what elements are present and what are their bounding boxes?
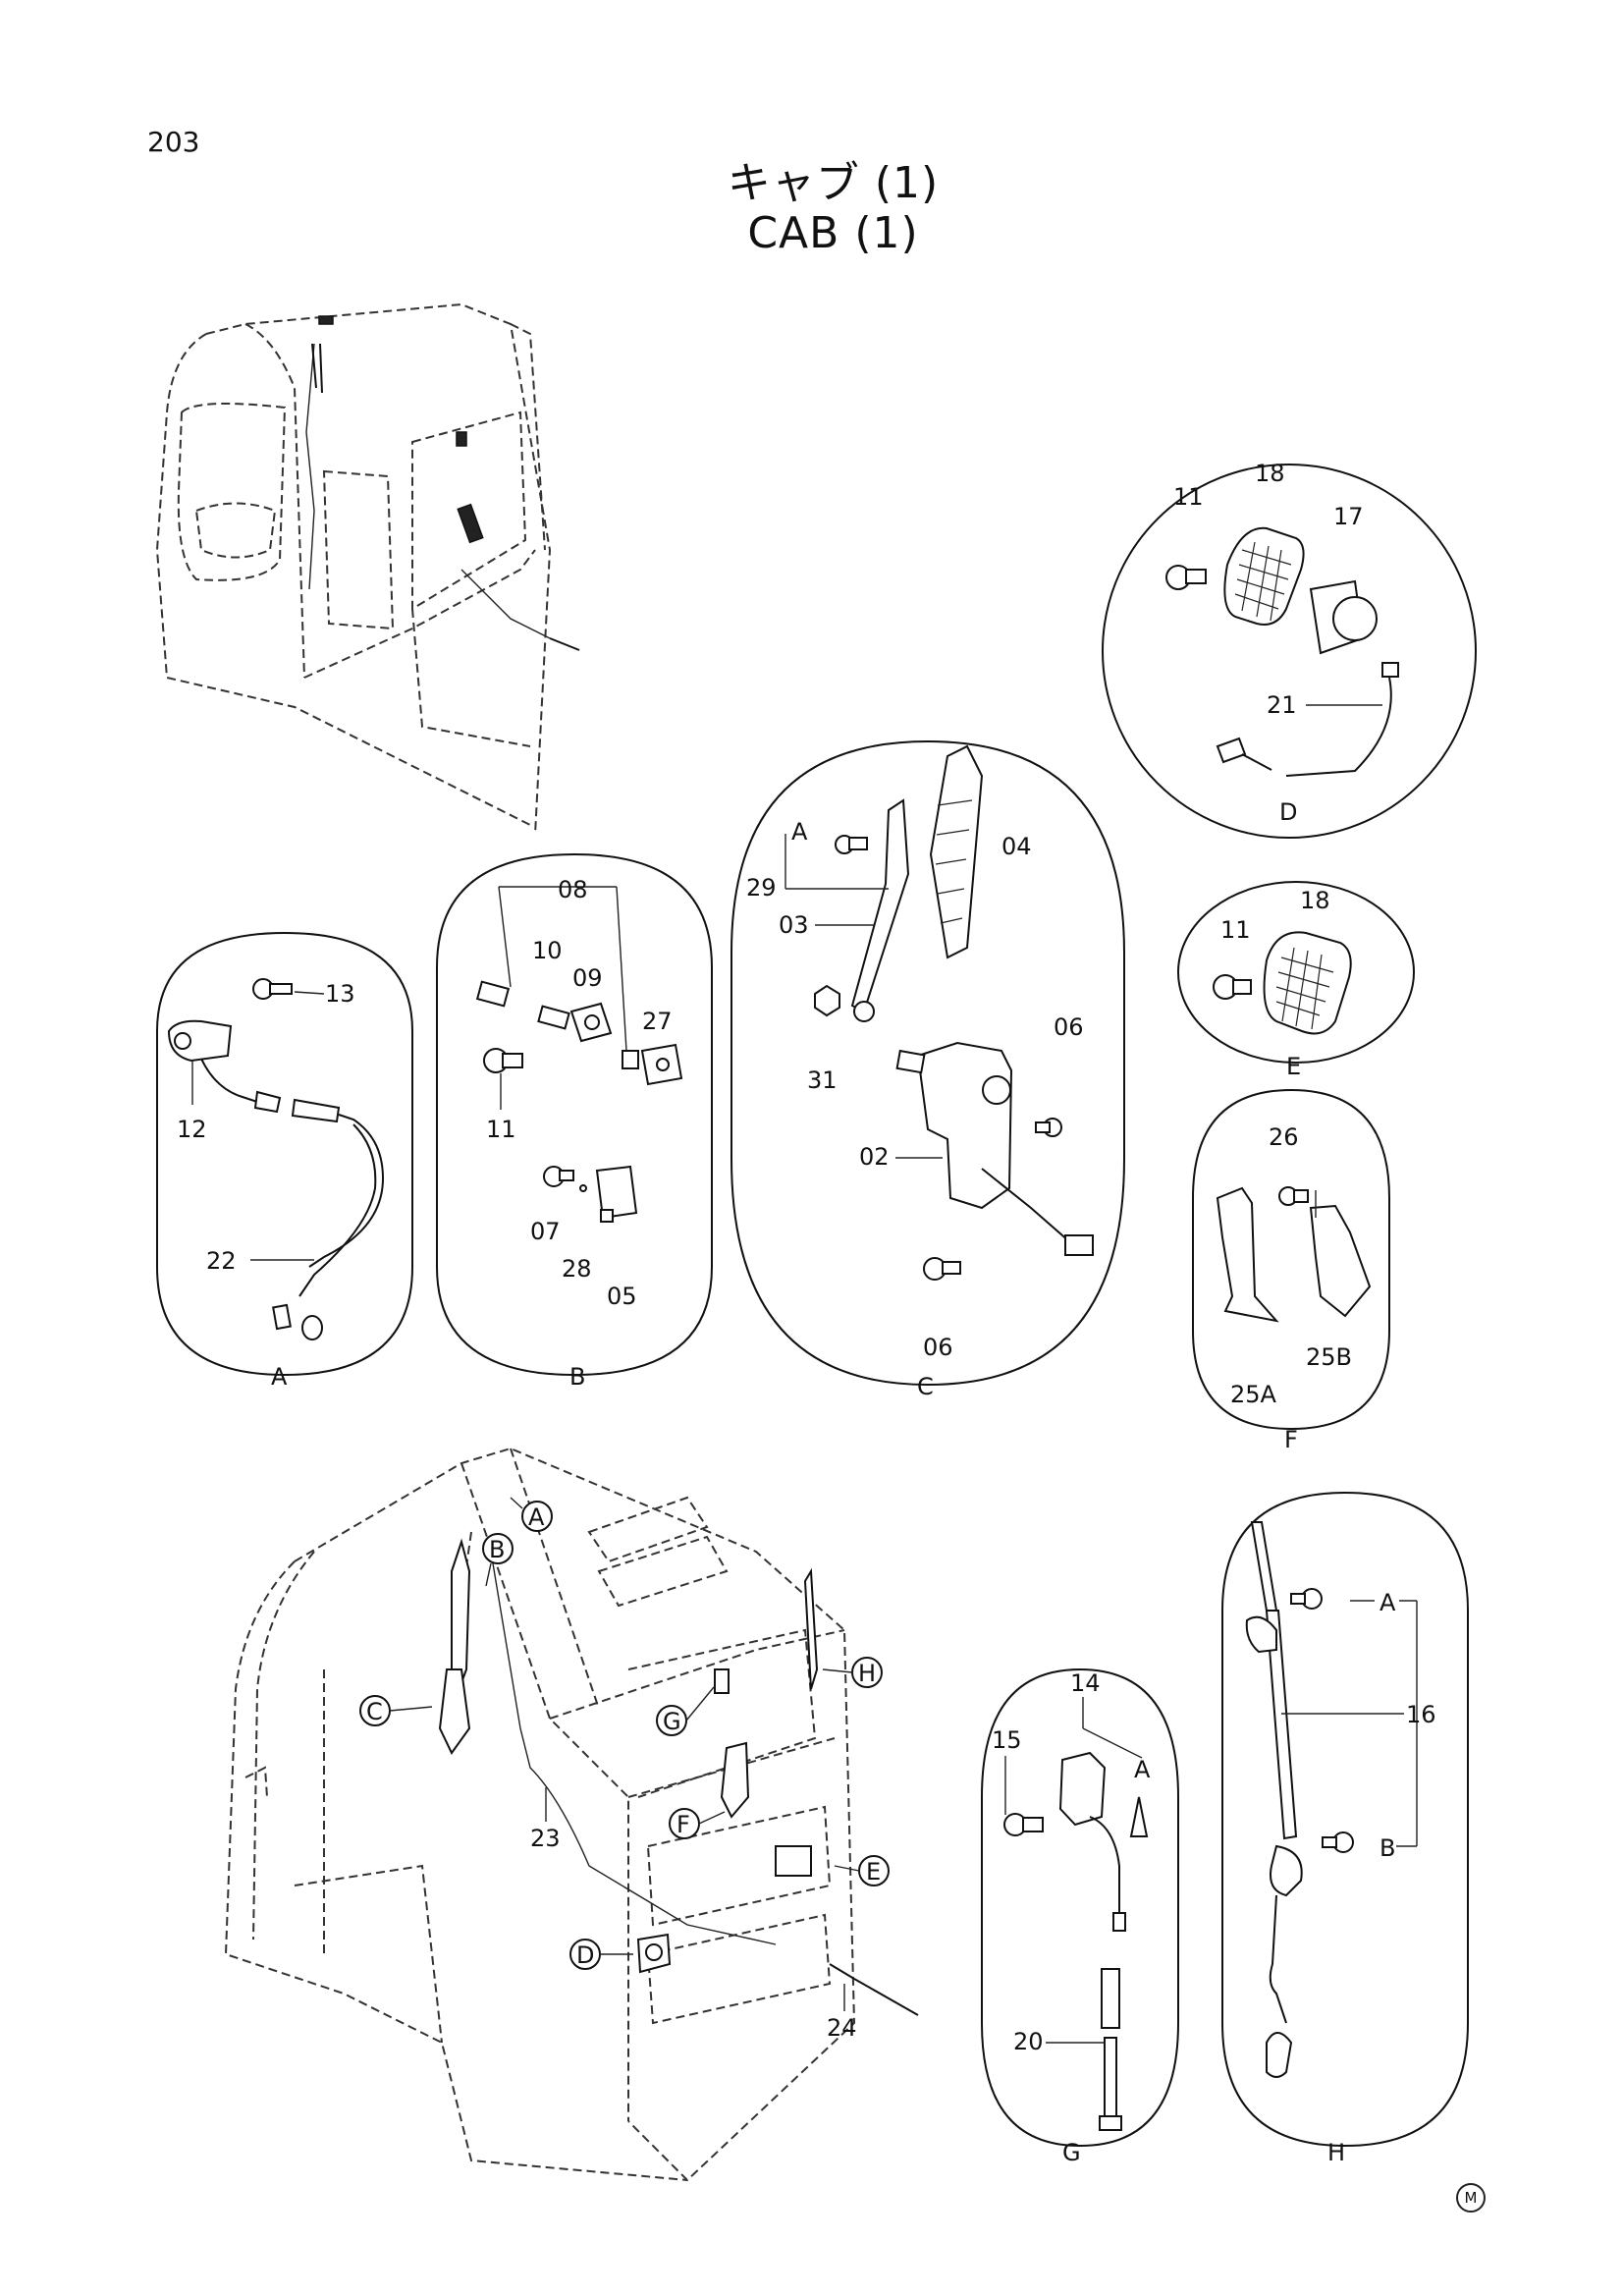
callout-24: 24 <box>827 2014 857 2042</box>
callout-31: 31 <box>807 1066 838 1094</box>
svg-text:A: A <box>528 1503 545 1531</box>
view-d-bubble <box>1102 464 1477 839</box>
svg-text:G: G <box>663 1708 681 1735</box>
view-label-b: B <box>569 1363 585 1391</box>
view-label-e: E <box>1286 1053 1301 1080</box>
callout-10: 10 <box>532 937 563 964</box>
view-label-h: H <box>1327 2139 1345 2166</box>
callout-25a: 25A <box>1230 1381 1277 1408</box>
callout-16: 16 <box>1406 1701 1436 1728</box>
title-english: CAB (1) <box>747 208 919 258</box>
callout-11-d: 11 <box>1173 483 1204 511</box>
callout-28: 28 <box>562 1255 592 1283</box>
callout-29: 29 <box>746 874 777 902</box>
location-marker-b: B <box>482 1533 514 1587</box>
svg-text:B: B <box>489 1536 505 1563</box>
callout-11-e: 11 <box>1220 916 1251 944</box>
callout-17: 17 <box>1333 503 1364 530</box>
view-h-bubble <box>1221 1491 1469 2148</box>
view-a-bubble <box>156 931 413 1377</box>
callout-20: 20 <box>1013 2028 1044 2055</box>
callout-13: 13 <box>325 980 355 1008</box>
callout-21: 21 <box>1267 691 1297 719</box>
callout-09: 09 <box>572 964 603 992</box>
callout-06-bottom: 06 <box>923 1334 953 1361</box>
connection-a-g: A <box>1134 1756 1151 1783</box>
cab-overview-top <box>155 302 580 836</box>
callout-11-b: 11 <box>486 1116 516 1143</box>
callout-27: 27 <box>642 1008 673 1035</box>
callout-05: 05 <box>607 1283 637 1310</box>
location-marker-d: D <box>569 1939 633 1970</box>
footer-mark: M <box>1456 2183 1486 2213</box>
svg-text:D: D <box>576 1941 594 1969</box>
view-b-bubble <box>436 852 713 1377</box>
callout-08: 08 <box>558 876 588 903</box>
connection-a-c: A <box>791 818 808 846</box>
callout-04: 04 <box>1001 833 1032 860</box>
callout-15: 15 <box>992 1726 1022 1754</box>
title-japanese: キャブ (1) <box>727 158 940 208</box>
callout-03: 03 <box>779 911 809 939</box>
svg-text:E: E <box>866 1858 881 1886</box>
view-label-f: F <box>1284 1426 1298 1453</box>
callout-22: 22 <box>206 1247 237 1275</box>
view-label-d: D <box>1279 798 1297 826</box>
view-c-bubble <box>730 739 1125 1387</box>
location-marker-h: H <box>822 1657 883 1688</box>
callout-12: 12 <box>177 1116 207 1143</box>
callout-07: 07 <box>530 1218 561 1245</box>
svg-text:C: C <box>366 1698 383 1725</box>
svg-text:H: H <box>858 1660 876 1687</box>
location-marker-c: C <box>359 1695 433 1726</box>
location-marker-a: A <box>510 1497 553 1532</box>
view-e-bubble <box>1177 881 1415 1064</box>
callout-14: 14 <box>1070 1669 1101 1697</box>
callout-06-top: 06 <box>1054 1013 1084 1041</box>
location-marker-g: G <box>656 1686 715 1736</box>
callout-23: 23 <box>530 1825 561 1852</box>
view-f-bubble <box>1192 1088 1390 1431</box>
callout-26: 26 <box>1269 1123 1299 1151</box>
location-marker-e: E <box>834 1855 890 1886</box>
callout-18-d: 18 <box>1255 460 1285 487</box>
connection-a-h: A <box>1380 1589 1396 1616</box>
connection-b-h: B <box>1380 1834 1395 1862</box>
callout-25b: 25B <box>1306 1343 1352 1371</box>
callout-02: 02 <box>859 1143 890 1171</box>
page-number: 203 <box>147 126 200 158</box>
view-label-a: A <box>271 1363 288 1391</box>
view-label-c: C <box>917 1373 934 1400</box>
view-g-bubble <box>981 1667 1179 2148</box>
location-marker-f: F <box>669 1808 726 1839</box>
view-label-g: G <box>1062 2139 1081 2166</box>
svg-text:F: F <box>676 1811 690 1838</box>
callout-18-e: 18 <box>1300 887 1330 914</box>
cab-frame-bottom <box>224 1447 919 2182</box>
